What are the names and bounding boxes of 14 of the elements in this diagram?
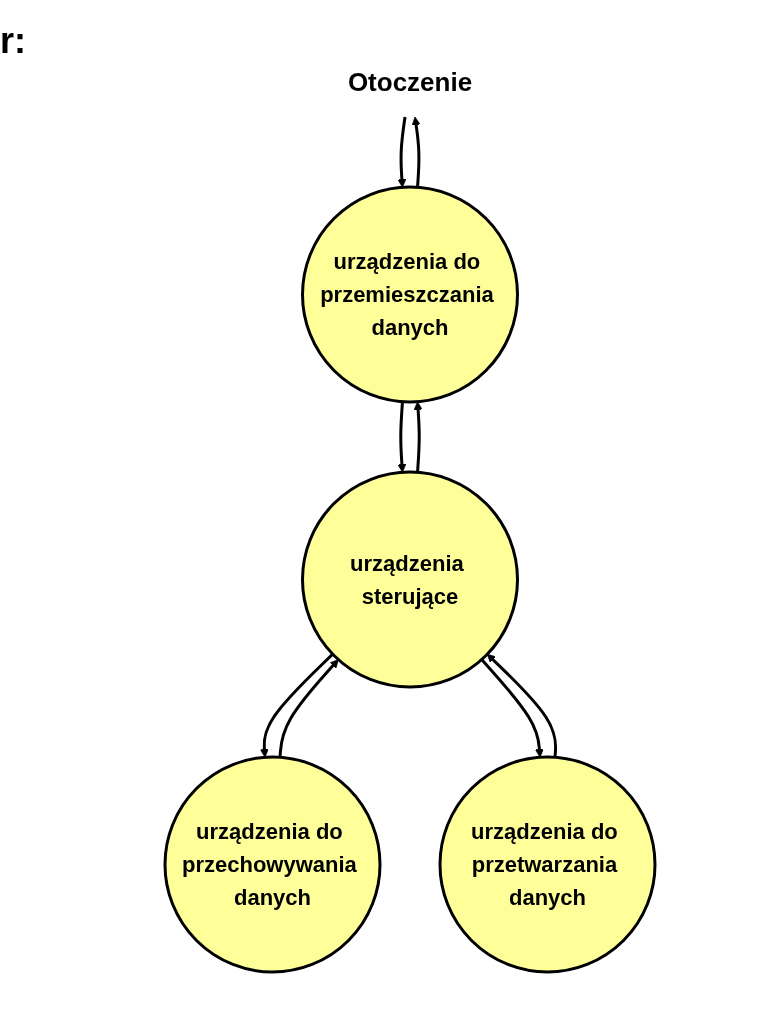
arrow [397, 116, 407, 188]
arrow [486, 653, 558, 758]
node-circle: urządzenia do przetwarzania danych [438, 755, 657, 974]
arrow [397, 401, 407, 473]
text-label: r: [0, 20, 26, 62]
arrow [480, 658, 544, 758]
arrow [413, 401, 423, 473]
node-circle: urządzenia do przemieszczania danych [301, 185, 519, 404]
node-circle: urządzenia sterujące [301, 470, 519, 689]
node-text: Otoczenie [347, 67, 473, 97]
node-circle: urządzenia do przechowywania danych [163, 755, 382, 974]
arrow [260, 653, 334, 758]
arrow [411, 116, 421, 188]
arrow [278, 659, 339, 758]
